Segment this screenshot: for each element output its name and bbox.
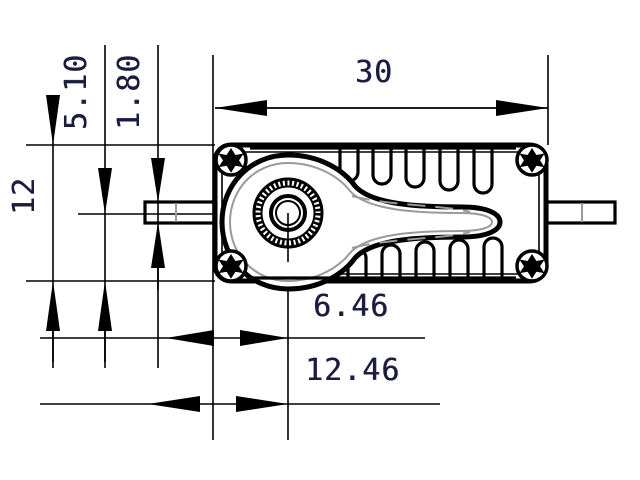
mount-tab-right (545, 200, 617, 225)
mount-screw-top-left (214, 143, 248, 177)
dimension-30-arrows (215, 100, 548, 116)
dimension-label-6-46: 6.46 (313, 289, 390, 324)
dimension-12-arrows (46, 95, 60, 362)
mount-tab-left (143, 200, 217, 225)
output-spline (252, 177, 324, 262)
case-shell-bands (250, 146, 516, 280)
dimension-label-12-46: 12.46 (305, 353, 401, 388)
mount-screw-bottom-right (515, 249, 549, 283)
mount-screw-top-right (515, 143, 549, 177)
dimension-label-12: 12 (7, 176, 42, 215)
dimension-5-10-arrows (98, 168, 112, 362)
extension-lines (26, 45, 549, 440)
mount-screw-bottom-left (214, 249, 248, 283)
dimension-1-80-arrows (151, 158, 165, 290)
dimension-12-46-arrows (148, 396, 288, 412)
dimension-label-1-80: 1.80 (112, 53, 147, 130)
dimension-label-5-10: 5.10 (59, 53, 94, 130)
dimension-6-46-arrows (166, 330, 288, 346)
dimension-label-30: 30 (355, 55, 394, 90)
